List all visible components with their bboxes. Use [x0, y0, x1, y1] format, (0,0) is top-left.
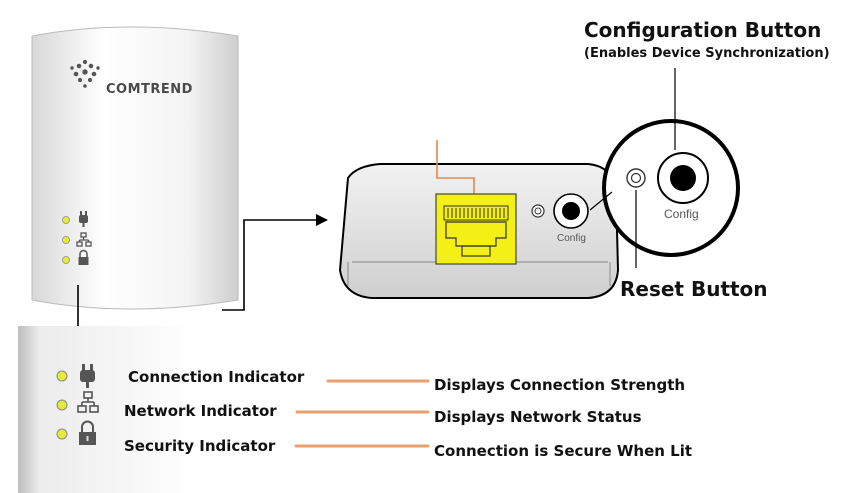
network-icon — [77, 391, 99, 413]
device-led-connection — [62, 216, 70, 224]
zoom-guide-line — [589, 191, 613, 211]
powerline-adapter-front — [31, 26, 239, 310]
lock-icon — [79, 420, 96, 445]
connector-arrow-to-side — [222, 214, 328, 311]
leader-lines — [294, 379, 430, 448]
comtrend-logo-icon — [70, 59, 100, 88]
side-config-label: Config — [557, 233, 586, 244]
brand-name: COMTREND — [106, 82, 193, 97]
reset-button-label: Reset Button — [620, 277, 768, 301]
network-indicator-label: Network Indicator — [124, 402, 277, 420]
side-config-button — [553, 193, 589, 229]
ethernet-cable-line — [436, 140, 475, 194]
connection-indicator-description: Displays Connection Strength — [434, 376, 686, 394]
plug-icon — [80, 364, 95, 388]
connection-indicator-label: Connection Indicator — [128, 368, 305, 386]
zoom-circle — [602, 119, 740, 257]
device-plug-icon — [79, 211, 88, 227]
network-indicator-description: Displays Network Status — [434, 408, 642, 426]
zoom-config-label: Config — [664, 207, 699, 221]
config-button-title: Configuration Button — [584, 18, 822, 42]
device-led-network — [62, 236, 70, 244]
ethernet-port — [435, 193, 517, 265]
indicator-panel — [18, 326, 195, 493]
security-indicator-label: Security Indicator — [124, 437, 276, 455]
device-network-icon — [76, 232, 92, 247]
config-button-subtitle: (Enables Device Synchronization) — [584, 46, 830, 61]
side-reset-pinhole — [531, 204, 545, 218]
device-lock-icon — [78, 249, 89, 265]
device-led-security — [62, 256, 70, 264]
security-indicator-description: Connection is Secure When Lit — [434, 442, 693, 460]
